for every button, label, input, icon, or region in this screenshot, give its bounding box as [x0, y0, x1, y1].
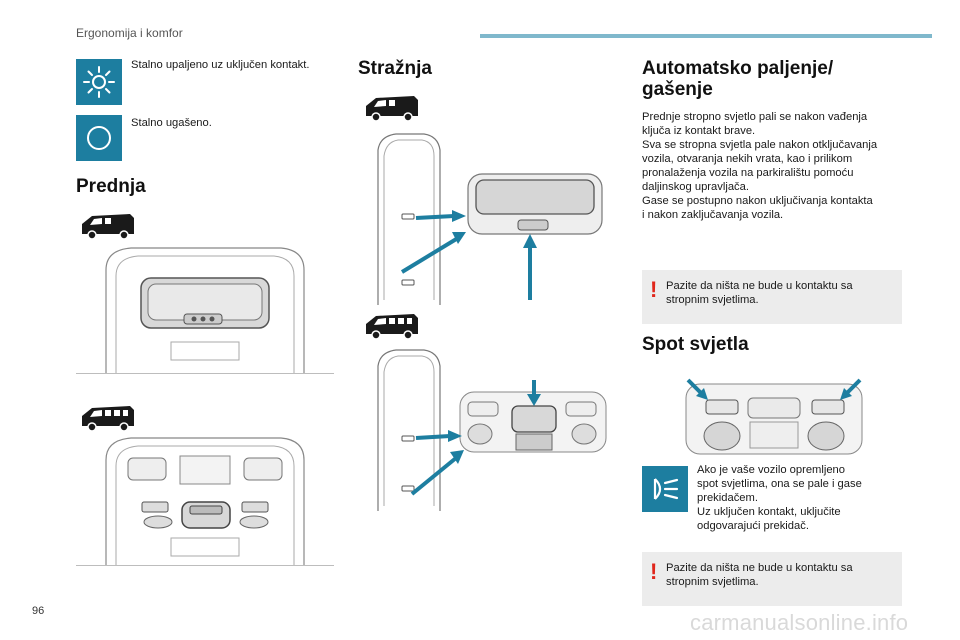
- page-number: 96: [32, 605, 45, 617]
- front-heading: Prednja: [76, 176, 146, 197]
- spot-heading: Spot svjetla: [642, 334, 749, 355]
- text-line: ključa iz kontakt brave.: [642, 125, 756, 137]
- front-ceiling-light-with-spots-illustration: [105, 437, 305, 566]
- text-line: pronalaženja vozila na parkiralištu pomo…: [642, 167, 854, 179]
- auto-heading: Automatsko paljenje/ gašenje: [642, 58, 833, 100]
- rear-ceiling-light-illustration: [377, 133, 603, 305]
- auto-heading-line: Automatsko paljenje/: [642, 58, 834, 79]
- always-on-text: Stalno upaljeno uz uključen kontakt.: [131, 59, 310, 71]
- warning-icon: !: [650, 559, 658, 584]
- text-line: i nakon zaključavanja vozila.: [642, 209, 784, 221]
- watermark: carmanualsonline.info: [690, 610, 909, 635]
- warning-icon: !: [650, 277, 658, 302]
- rear-heading: Stražnja: [358, 58, 432, 79]
- van-side-icon: [366, 314, 418, 340]
- circle-off-icon: [76, 115, 122, 161]
- text-line: odgovarajući prekidač.: [697, 520, 809, 532]
- van-side-icon: [82, 214, 134, 240]
- text-line: Ako je vaše vozilo opremljeno: [697, 464, 845, 476]
- front-ceiling-light-illustration: [105, 247, 305, 374]
- warning-box: ! Pazite da ništa ne bude u kontaktu sa …: [642, 270, 902, 324]
- text-line: stropnim svjetlima.: [666, 576, 759, 588]
- text-line: Pazite da ništa ne bude u kontaktu sa: [666, 280, 853, 292]
- warning-box: ! Pazite da ništa ne bude u kontaktu sa …: [642, 552, 902, 606]
- header-accent-bar: [480, 34, 932, 38]
- auto-heading-line: gašenje: [642, 79, 713, 100]
- spot-lights-illustration: [685, 378, 863, 455]
- text-line: Prednje stropno svjetlo pali se nakon va…: [642, 111, 868, 123]
- text-line: prekidačem.: [697, 492, 758, 504]
- always-off-text: Stalno ugašeno.: [131, 117, 212, 129]
- text-line: stropnim svjetlima.: [666, 294, 759, 306]
- text-line: Pazite da ništa ne bude u kontaktu sa: [666, 562, 853, 574]
- warning-text: Pazite da ništa ne bude u kontaktu sa st…: [666, 561, 853, 589]
- auto-description: Prednje stropno svjetlo pali se nakon va…: [642, 110, 912, 222]
- spot-light-icon: [642, 466, 688, 512]
- sun-icon: [76, 59, 122, 105]
- warning-text: Pazite da ništa ne bude u kontaktu sa st…: [666, 279, 853, 307]
- spot-description: Ako je vaše vozilo opremljeno spot svjet…: [697, 463, 917, 533]
- text-line: spot svjetlima, ona se pale i gase: [697, 478, 862, 490]
- divider: [76, 373, 334, 374]
- section-title: Ergonomija i komfor: [76, 26, 183, 40]
- text-line: Sva se stropna svjetla pale nakon otklju…: [642, 139, 878, 151]
- text-line: Gase se postupno nakon uključivanja kont…: [642, 195, 873, 207]
- rear-ceiling-light-with-spots-illustration: [377, 349, 607, 511]
- text-line: Uz uključen kontakt, uključite: [697, 506, 841, 518]
- divider: [76, 565, 334, 566]
- van-side-icon: [82, 406, 134, 432]
- van-side-icon: [366, 96, 418, 122]
- text-line: daljinskog upravljača.: [642, 181, 749, 193]
- text-line: vozila, otvaranja nekih vrata, kao i pri…: [642, 153, 853, 165]
